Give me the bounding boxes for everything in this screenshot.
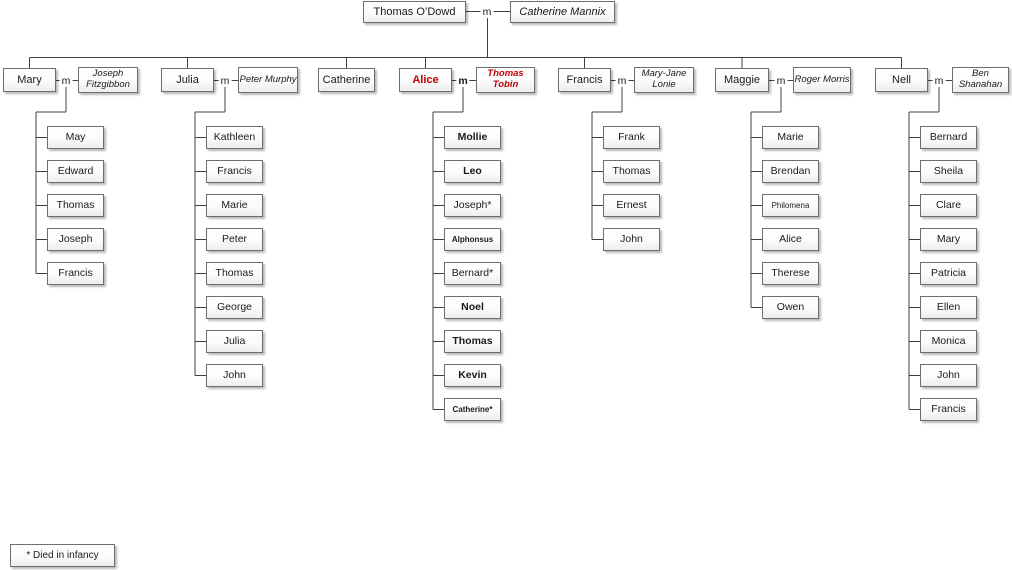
child-box: Edward: [47, 160, 104, 183]
child-box: Ellen: [920, 296, 977, 319]
child-box: Monica: [920, 330, 977, 353]
marriage-label: m: [774, 74, 788, 87]
child-box: Joseph*: [444, 194, 501, 217]
child-box: May: [47, 126, 104, 149]
child-box: Owen: [762, 296, 819, 319]
spouse-box-francis: Mary-Jane Lonie: [634, 67, 694, 93]
child-box: Joseph: [47, 228, 104, 251]
parent-box-maggie: Maggie: [715, 68, 769, 92]
marriage-label: m: [932, 74, 946, 87]
child-box: John: [920, 364, 977, 387]
child-box: Brendan: [762, 160, 819, 183]
spouse-box-alice: Thomas Tobin: [476, 67, 535, 93]
marriage-label: m: [615, 74, 629, 87]
child-box: Sheila: [920, 160, 977, 183]
child-box: Alice: [762, 228, 819, 251]
child-box: Julia: [206, 330, 263, 353]
child-box: Francis: [206, 160, 263, 183]
child-box: George: [206, 296, 263, 319]
child-box: Kathleen: [206, 126, 263, 149]
child-box: Mary: [920, 228, 977, 251]
child-box: Bernard*: [444, 262, 501, 285]
child-box: Clare: [920, 194, 977, 217]
spouse-box-mary: Joseph Fitzgibbon: [78, 67, 138, 93]
child-box: Bernard: [920, 126, 977, 149]
child-box: Leo: [444, 160, 501, 183]
marriage-label: m: [456, 74, 470, 87]
grandfather-box: Thomas O’Dowd: [363, 1, 466, 23]
child-box: Noel: [444, 296, 501, 319]
spouse-box-julia: Peter Murphy: [238, 67, 298, 93]
marriage-label: m: [218, 74, 232, 87]
child-box: Ernest: [603, 194, 660, 217]
child-box: Alphonsus: [444, 228, 501, 251]
child-box: Thomas: [47, 194, 104, 217]
child-box: John: [603, 228, 660, 251]
parent-box-francis: Francis: [558, 68, 611, 92]
child-box: Marie: [762, 126, 819, 149]
child-box: Francis: [47, 262, 104, 285]
marriage-label: m: [59, 74, 73, 87]
child-box: Peter: [206, 228, 263, 251]
marriage-label: m: [480, 6, 494, 18]
child-box: Thomas: [603, 160, 660, 183]
parent-box-alice: Alice: [399, 68, 452, 92]
child-box: Catherine*: [444, 398, 501, 421]
child-box: Frank: [603, 126, 660, 149]
child-box: Philomena: [762, 194, 819, 217]
parent-box-catherine: Catherine: [318, 68, 375, 92]
child-box: Thomas: [206, 262, 263, 285]
child-box: Therese: [762, 262, 819, 285]
parent-box-nell: Nell: [875, 68, 928, 92]
child-box: Mollie: [444, 126, 501, 149]
child-box: Francis: [920, 398, 977, 421]
child-box: Marie: [206, 194, 263, 217]
grandmother-box: Catherine Mannix: [510, 1, 615, 23]
parent-box-mary: Mary: [3, 68, 56, 92]
child-box: Kevin: [444, 364, 501, 387]
child-box: Thomas: [444, 330, 501, 353]
legend-box: * Died in infancy: [10, 544, 115, 567]
spouse-box-maggie: Roger Morris: [793, 67, 851, 93]
spouse-box-nell: Ben Shanahan: [952, 67, 1009, 93]
child-box: Patricia: [920, 262, 977, 285]
parent-box-julia: Julia: [161, 68, 214, 92]
child-box: John: [206, 364, 263, 387]
